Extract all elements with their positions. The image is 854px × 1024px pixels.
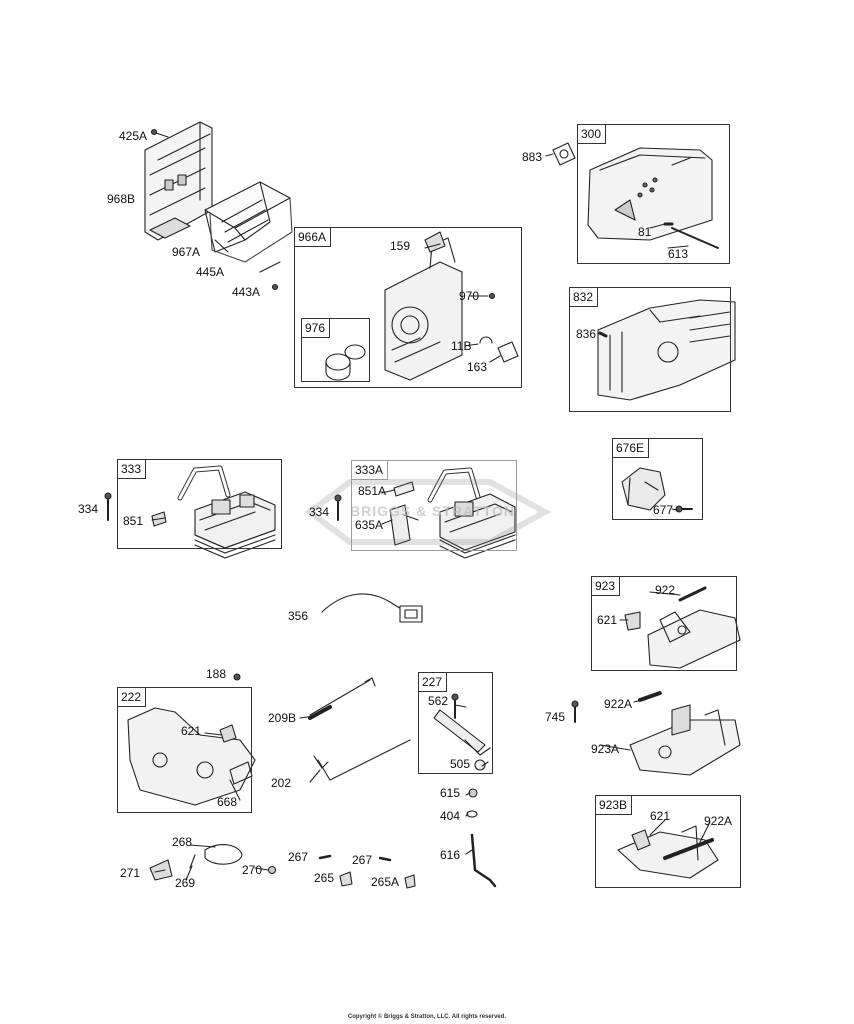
part-label-615: 615 (440, 786, 461, 800)
group-label-227: 227 (419, 673, 448, 692)
group-label-300: 300 (578, 125, 607, 144)
screw-443a-drawing (271, 283, 279, 291)
part-label-265a: 265A (371, 875, 400, 889)
part-label-505: 505 (450, 757, 471, 771)
muffler-drawing (587, 147, 713, 241)
part-label-163: 163 (467, 360, 488, 374)
part-label-425a: 425A (119, 129, 148, 143)
part-label-677: 677 (653, 503, 674, 517)
throttle-lever-drawing (433, 709, 491, 756)
part-label-202: 202 (271, 776, 292, 790)
group-label-966a: 966A (295, 228, 332, 247)
part-label-334-b: 334 (309, 505, 330, 519)
group-box-923: 923 (591, 576, 737, 671)
part-label-970: 970 (459, 289, 480, 303)
group-box-333a: 333A (351, 460, 517, 551)
muffler-guard-drawing (597, 299, 736, 401)
part-label-613: 613 (668, 247, 689, 261)
gasket-883-drawing (552, 142, 576, 166)
part-label-668: 668 (217, 795, 238, 809)
part-label-269: 269 (175, 876, 196, 890)
part-label-968b: 968B (107, 192, 136, 206)
part-label-621-b: 621 (181, 724, 202, 738)
air-filter-drawing (204, 181, 293, 263)
choke-knob-drawing (621, 467, 666, 511)
group-box-227: 227 (418, 672, 493, 774)
part-label-745: 745 (545, 710, 566, 724)
governor-assembly-drawing (617, 825, 719, 879)
part-label-265: 265 (314, 871, 335, 885)
part-label-270: 270 (242, 863, 263, 877)
group-label-976: 976 (302, 319, 331, 338)
group-box-333: 333 (117, 459, 282, 549)
watermark-text: BRIGGS & STRATTON (350, 503, 516, 519)
air-cleaner-base-drawing (144, 121, 213, 241)
group-label-333a: 333A (352, 461, 389, 480)
part-label-11b: 11B (451, 339, 472, 353)
fuel-filter-drawing (325, 344, 366, 381)
part-label-562: 562 (428, 694, 449, 708)
part-label-267-a: 267 (288, 850, 309, 864)
governor-link-drawing (317, 739, 411, 781)
part-label-443a: 443A (232, 285, 261, 299)
group-label-333: 333 (118, 460, 147, 479)
ignition-armature-drawing (177, 465, 276, 559)
part-label-621-c: 621 (650, 809, 671, 823)
part-label-267-b: 267 (352, 853, 373, 867)
group-label-222: 222 (118, 688, 147, 707)
part-label-922a-a: 922A (604, 697, 633, 711)
watermark-drawing (305, 479, 552, 545)
governor-bracket-drawing (629, 691, 741, 776)
part-label-404: 404 (440, 809, 461, 823)
part-label-268: 268 (172, 835, 193, 849)
part-label-159: 159 (390, 239, 411, 253)
part-label-621-a: 621 (597, 613, 618, 627)
part-label-836: 836 (576, 327, 597, 341)
group-box-300: 300 (577, 124, 730, 264)
group-box-923b: 923B (595, 795, 741, 888)
screw-425a-drawing (155, 132, 169, 138)
group-box-832: 832 (569, 287, 731, 412)
part-label-851a: 851A (358, 484, 387, 498)
part-label-81: 81 (638, 225, 652, 239)
part-label-271: 271 (120, 866, 141, 880)
part-label-923a: 923A (591, 742, 620, 756)
part-label-635a: 635A (355, 518, 384, 532)
part-label-616: 616 (440, 848, 461, 862)
part-label-209b: 209B (268, 711, 297, 725)
ground-wire-drawing (321, 593, 423, 623)
part-label-356: 356 (288, 609, 309, 623)
part-label-922a-b: 922A (704, 814, 733, 828)
part-label-188: 188 (206, 667, 227, 681)
group-label-676e: 676E (613, 439, 650, 458)
group-label-832: 832 (570, 288, 599, 307)
part-label-883: 883 (522, 150, 543, 164)
group-label-923: 923 (592, 577, 621, 596)
governor-spring-drawing (309, 679, 371, 716)
governor-control-drawing (647, 609, 741, 669)
part-label-967a: 967A (172, 245, 201, 259)
group-box-222: 222 (117, 687, 252, 813)
control-bracket-drawing (127, 707, 256, 806)
cable-268-drawing (204, 844, 243, 865)
part-label-851-a: 851 (123, 514, 144, 528)
part-label-445a: 445A (196, 265, 225, 279)
group-box-676e: 676E (612, 438, 703, 520)
ignition-armature-kit-drawing (389, 467, 516, 559)
group-box-966a: 966A (294, 227, 522, 388)
part-label-922: 922 (655, 583, 676, 597)
copyright-notice: Copyright © Briggs & Stratton, LLC. All … (347, 1014, 507, 1020)
part-label-334-a: 334 (78, 502, 99, 516)
carburetor-drawing (384, 231, 463, 381)
group-box-976: 976 (301, 318, 370, 382)
group-label-923b: 923B (596, 796, 633, 815)
